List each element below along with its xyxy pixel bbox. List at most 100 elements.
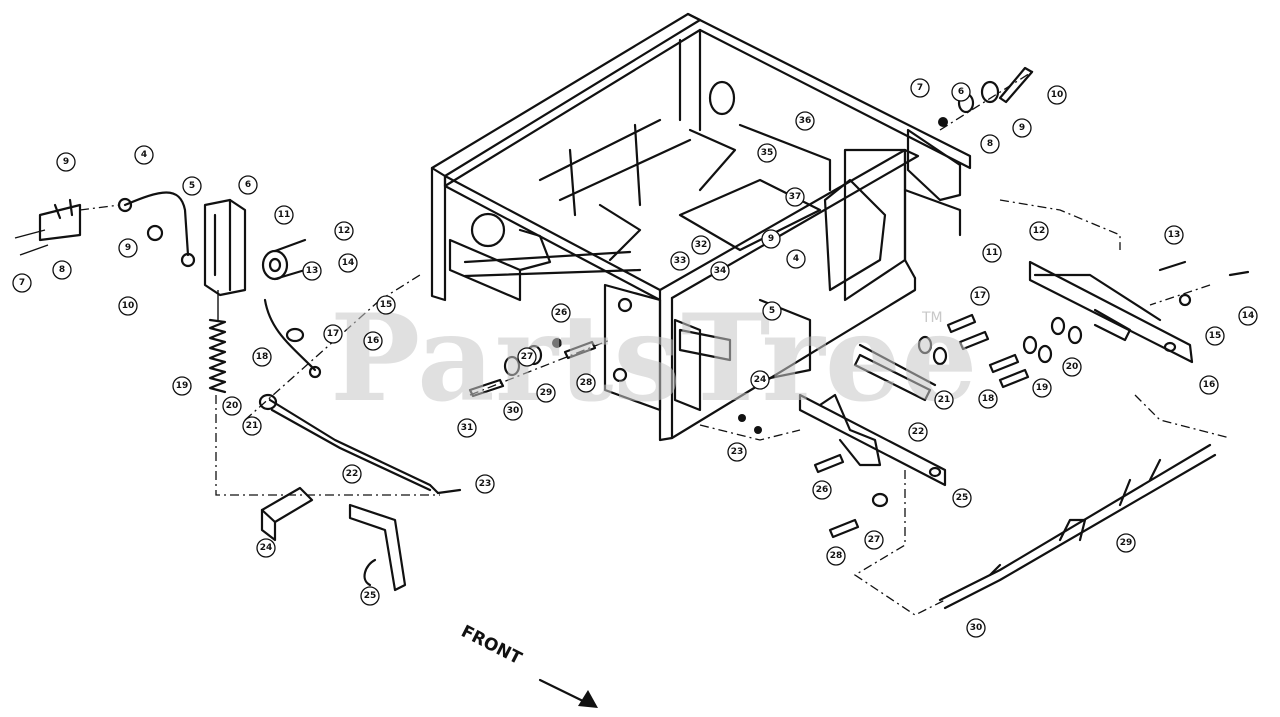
- callout-6: 6: [951, 82, 971, 102]
- callout-circle: [238, 175, 258, 195]
- callout-23: 23: [727, 442, 747, 462]
- callout-number: 21: [938, 395, 951, 405]
- callout-number: 6: [958, 87, 964, 97]
- callout-number: 19: [1036, 383, 1049, 393]
- callout-circle: [980, 134, 1000, 154]
- callout-11: 11: [274, 205, 294, 225]
- callout-12: 12: [1029, 221, 1049, 241]
- callout-number: 31: [461, 423, 474, 433]
- callout-number: 15: [1209, 331, 1222, 341]
- front-label: FRONT: [458, 622, 525, 670]
- callout-circle: [757, 143, 777, 163]
- callout-circle: [727, 442, 747, 462]
- callout-16: 16: [1199, 375, 1219, 395]
- callout-29: 29: [536, 383, 556, 403]
- callout-number: 9: [1019, 123, 1025, 133]
- callout-5: 5: [182, 176, 202, 196]
- callout-circle: [1047, 85, 1067, 105]
- callout-number: 16: [367, 336, 380, 346]
- callout-circle: [256, 538, 276, 558]
- callout-circle: [1116, 533, 1136, 553]
- callout-number: 29: [1120, 538, 1133, 548]
- callout-22: 22: [908, 422, 928, 442]
- callout-circle: [457, 418, 477, 438]
- callout-25: 25: [360, 586, 380, 606]
- callout-circle: [951, 82, 971, 102]
- callout-8: 8: [980, 134, 1000, 154]
- callout-number: 25: [956, 493, 969, 503]
- callout-9: 9: [56, 152, 76, 172]
- callout-circle: [826, 546, 846, 566]
- callout-circle: [182, 176, 202, 196]
- callout-26: 26: [812, 480, 832, 500]
- callout-30: 30: [966, 618, 986, 638]
- right-assembly: [798, 66, 1250, 616]
- callout-14: 14: [338, 253, 358, 273]
- callout-circle: [1012, 118, 1032, 138]
- callout-number: 28: [830, 551, 843, 561]
- callout-number: 22: [912, 427, 925, 437]
- callout-number: 33: [674, 256, 687, 266]
- callout-number: 5: [769, 306, 775, 316]
- callout-24: 24: [256, 538, 276, 558]
- callout-15: 15: [376, 295, 396, 315]
- callout-circle: [551, 303, 571, 323]
- callout-circle: [302, 261, 322, 281]
- callout-18: 18: [978, 389, 998, 409]
- callout-13: 13: [302, 261, 322, 281]
- callout-27: 27: [517, 347, 537, 367]
- callout-10: 10: [1047, 85, 1067, 105]
- callout-circle: [52, 260, 72, 280]
- callout-26: 26: [551, 303, 571, 323]
- callout-5: 5: [762, 301, 782, 321]
- front-arrow-head: [578, 690, 598, 708]
- callout-number: 8: [987, 139, 993, 149]
- front-direction-indicator: FRONT: [458, 622, 598, 708]
- callout-18: 18: [252, 347, 272, 367]
- callout-number: 28: [580, 378, 593, 388]
- callout-circle: [1062, 357, 1082, 377]
- callout-circle: [1032, 378, 1052, 398]
- callout-circle: [762, 301, 782, 321]
- callout-number: 19: [176, 381, 189, 391]
- callout-28: 28: [576, 373, 596, 393]
- callout-circle: [982, 243, 1002, 263]
- callout-circle: [342, 464, 362, 484]
- callout-number: 29: [540, 388, 553, 398]
- callout-7: 7: [910, 78, 930, 98]
- callout-circle: [670, 251, 690, 271]
- callout-number: 6: [245, 180, 251, 190]
- callout-number: 12: [1033, 226, 1046, 236]
- callout-9: 9: [118, 238, 138, 258]
- callout-37: 37: [785, 187, 805, 207]
- callout-9: 9: [1012, 118, 1032, 138]
- callout-number: 24: [260, 543, 273, 553]
- callout-16: 16: [363, 331, 383, 351]
- callout-circle: [1199, 375, 1219, 395]
- callout-21: 21: [934, 390, 954, 410]
- callout-22: 22: [342, 464, 362, 484]
- callout-circle: [710, 261, 730, 281]
- callout-23: 23: [475, 474, 495, 494]
- callout-24: 24: [750, 370, 770, 390]
- callout-circle: [252, 347, 272, 367]
- callout-number: 23: [479, 479, 492, 489]
- callout-number: 13: [1168, 230, 1181, 240]
- callout-number: 32: [695, 240, 708, 250]
- callout-circle: [172, 376, 192, 396]
- callout-15: 15: [1205, 326, 1225, 346]
- callout-20: 20: [222, 396, 242, 416]
- callout-number: 30: [970, 623, 983, 633]
- callout-19: 19: [172, 376, 192, 396]
- callout-circle: [691, 235, 711, 255]
- callout-31: 31: [457, 418, 477, 438]
- callout-number: 20: [226, 401, 239, 411]
- callout-circle: [376, 295, 396, 315]
- callout-number: 18: [982, 394, 995, 404]
- left-assembly: [14, 191, 462, 592]
- callout-4: 4: [786, 249, 806, 269]
- callout-circle: [761, 229, 781, 249]
- callout-number: 26: [555, 308, 568, 318]
